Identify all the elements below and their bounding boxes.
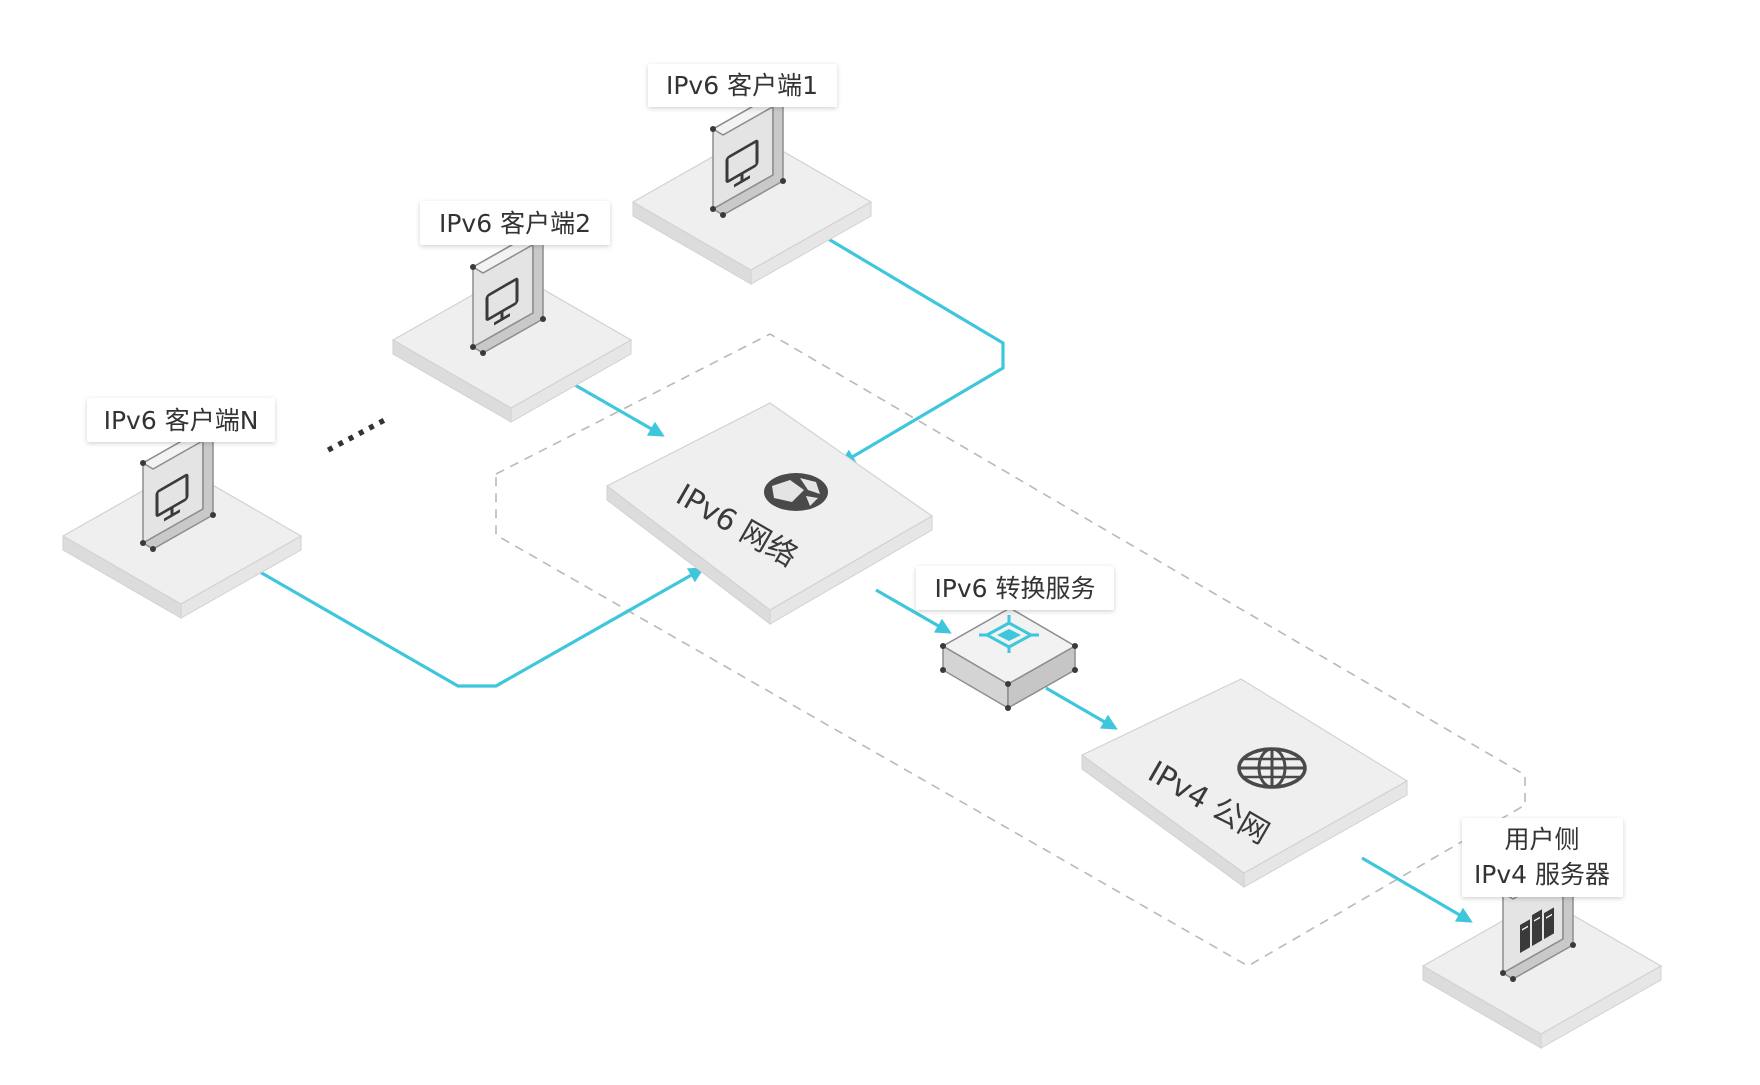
translation-icon — [979, 615, 1039, 653]
link-ipv6-network-to-translation — [875, 588, 952, 634]
monitor-icon — [725, 139, 759, 188]
client-node-1[interactable]: IPv6 客户端1 — [632, 64, 872, 285]
ipv6-network-node[interactable]: IPv6 网络 — [605, 402, 934, 626]
network-icon — [764, 473, 828, 511]
server-label-line2: IPv4 服务器 — [1474, 860, 1610, 889]
client-ellipsis: ...... — [315, 398, 392, 460]
server-icon — [1520, 907, 1554, 953]
server-label-line1: 用户侧 — [1504, 825, 1579, 854]
translation-service-node[interactable]: IPv6 转换服务 — [916, 566, 1114, 711]
globe-icon — [1237, 747, 1307, 789]
server-node[interactable]: 用户侧 IPv4 服务器 — [1422, 818, 1662, 1049]
client-label-2: IPv6 客户端2 — [439, 209, 591, 238]
link-translation-to-ipv4-internet — [1045, 686, 1118, 730]
link-client2-to-ipv6-network — [567, 379, 665, 437]
link-clientN-to-ipv6-network — [252, 566, 705, 688]
ipv4-internet-node[interactable]: IPv4 公网 — [1080, 678, 1409, 888]
client-node-n[interactable]: IPv6 客户端N — [62, 398, 302, 619]
client-label-1: IPv6 客户端1 — [666, 71, 818, 100]
cloud-boundary — [495, 333, 1526, 967]
monitor-icon — [485, 277, 519, 326]
client-node-2[interactable]: IPv6 客户端2 — [392, 201, 632, 423]
link-client1-to-ipv6-network — [819, 232, 1005, 465]
client-label-n: IPv6 客户端N — [104, 406, 259, 435]
link-ipv4-internet-to-server — [1361, 856, 1473, 923]
translation-service-label: IPv6 转换服务 — [934, 574, 1095, 603]
monitor-icon — [155, 473, 189, 522]
